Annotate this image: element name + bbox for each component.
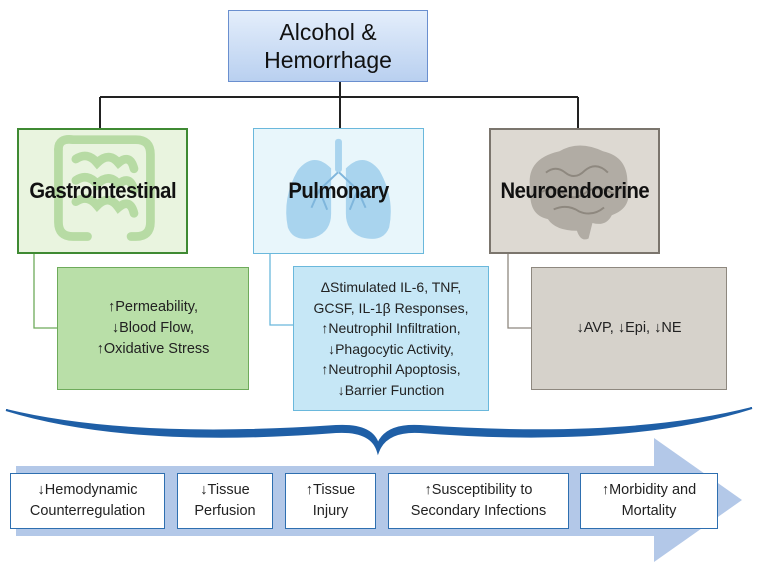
outcome-perfusion-box: ↓Tissue Perfusion: [177, 473, 273, 529]
outcome-injury-box: ↑Tissue Injury: [285, 473, 376, 529]
lungs-icon: [286, 138, 391, 239]
neuroendocrine-effects-box: ↓AVP, ↓Epi, ↓NE: [531, 267, 727, 390]
ne-effect-line: ↓AVP, ↓Epi, ↓NE: [576, 320, 682, 336]
outcome-line: ↑Morbidity and: [601, 482, 697, 498]
outcome-line: ↓Hemodynamic: [37, 482, 138, 498]
outcome-line: Mortality: [621, 503, 677, 519]
alcohol-hemorrhage-box: Alcohol & Hemorrhage: [228, 10, 428, 82]
pu-effect-line: GCSF, IL-1β Responses,: [313, 299, 469, 316]
curly-brace: [5, 407, 753, 456]
ne-detail-connector: [507, 254, 531, 329]
top-title-line2: Hemorrhage: [264, 47, 392, 73]
tree-connectors: [99, 82, 579, 128]
pu-effect-line: ↓Phagocytic Activity,: [328, 340, 454, 357]
neuroendocrine-label: Neuroendocrine: [500, 178, 649, 203]
pu-effect-line: ↑Neutrophil Apoptosis,: [321, 361, 461, 377]
pulmonary-box: Pulmonary: [253, 128, 424, 254]
pu-effect-line: ΔStimulated IL-6, TNF,: [320, 279, 462, 295]
pulmonary-label: Pulmonary: [288, 178, 389, 203]
brain-icon: [529, 145, 629, 240]
top-title-line1: Alcohol &: [279, 19, 377, 45]
outcome-line: ↓Tissue: [200, 482, 250, 498]
outcome-line: Perfusion: [194, 503, 256, 519]
neuroendocrine-box: Neuroendocrine: [489, 128, 660, 254]
gi-effect-line: ↓Blood Flow,: [111, 320, 195, 336]
gastrointestinal-box: Gastrointestinal: [17, 128, 188, 254]
outcome-line: ↑Susceptibility to: [424, 482, 533, 498]
pu-effect-line: ↑Neutrophil Infiltration,: [321, 320, 461, 336]
pu-detail-connector: [269, 254, 293, 326]
pulmonary-effects-box: ΔStimulated IL-6, TNF, GCSF, IL-1β Respo…: [293, 266, 489, 411]
outcome-line: Secondary Infections: [410, 503, 547, 519]
gi-effect-line: ↑Permeability,: [108, 299, 198, 315]
outcome-line: Injury: [312, 503, 349, 519]
gastrointestinal-effects-box: ↑Permeability, ↓Blood Flow, ↑Oxidative S…: [57, 267, 249, 390]
outcome-line: Counterregulation: [29, 503, 146, 519]
intestine-icon: [54, 135, 155, 241]
outcome-hemodynamic-box: ↓Hemodynamic Counterregulation: [10, 473, 165, 529]
gi-detail-connector: [33, 254, 57, 329]
pu-effect-line: ↓Barrier Function: [337, 381, 445, 398]
gastrointestinal-label: Gastrointestinal: [29, 178, 176, 203]
outcome-mortality-box: ↑Morbidity and Mortality: [580, 473, 718, 529]
gi-effect-line: ↑Oxidative Stress: [96, 341, 210, 357]
outcome-line: ↑Tissue: [305, 482, 356, 498]
outcome-arrow: [16, 438, 742, 562]
outcome-infection-box: ↑Susceptibility to Secondary Infections: [388, 473, 569, 529]
